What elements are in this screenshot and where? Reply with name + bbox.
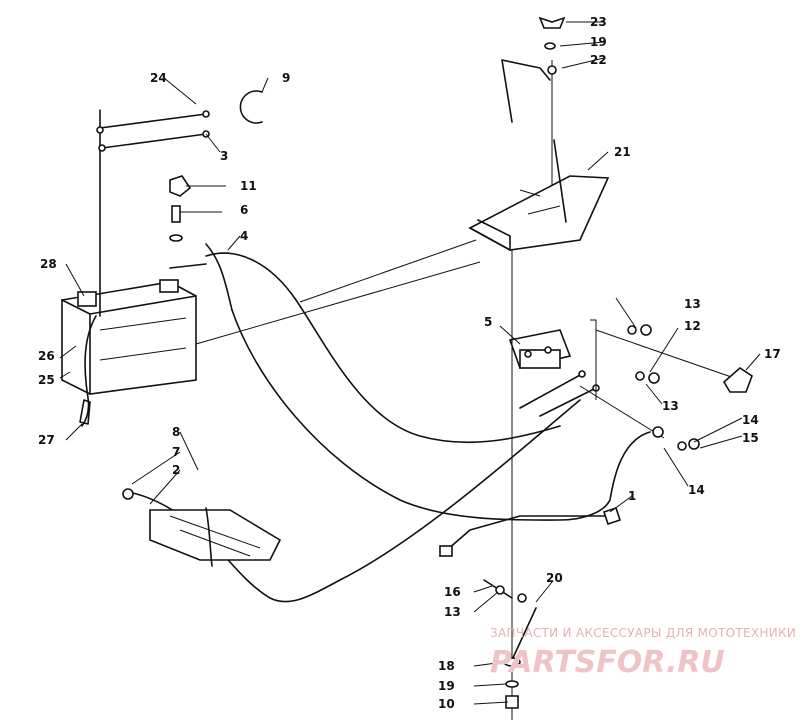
callout-16: 16 [444,585,461,599]
terminal-bolt [169,205,183,242]
callout-25: 25 [38,373,55,387]
callout-27: 27 [38,433,55,447]
callout-2: 2 [172,463,180,477]
arrow-to-tray [299,239,477,303]
callout-10: 10 [438,697,455,711]
callout-3: 3 [220,149,228,163]
callout-22: 22 [590,53,607,67]
callout-24: 24 [150,71,167,85]
battery-rod-lower [98,130,210,152]
negative-cable-sleeve [79,399,91,425]
starter-cable-terminal [602,506,622,526]
wing-nut [538,16,566,29]
starter-cable-end [439,515,605,557]
callout-26: 26 [38,349,55,363]
link-eye-upper [578,370,586,378]
nut-set-right [627,324,700,451]
harness-bundle [149,507,282,567]
bolt-stack [483,579,537,709]
callout-13-c: 13 [444,605,461,619]
callout-12: 12 [684,319,701,333]
positive-cable-stub [169,263,207,269]
retaining-ring [239,90,263,124]
callout-5: 5 [484,315,492,329]
callout-19-b: 19 [438,679,455,693]
solenoid-link-upper [519,373,583,409]
callout-14-b: 14 [688,483,705,497]
cable-terminal-lug [439,545,453,557]
callout-6: 6 [240,203,248,217]
starter-cable [231,309,651,521]
callout-13-a: 13 [684,297,701,311]
callout-9: 9 [282,71,290,85]
battery-rod-upper [96,110,210,134]
callout-4: 4 [240,229,248,243]
callout-17: 17 [764,347,781,361]
battery [61,279,197,395]
callout-28: 28 [40,257,57,271]
battery-tray [468,175,610,251]
solenoid-link-lower [539,387,597,417]
arrow-to-battery [195,261,481,345]
lock-washer-top [544,42,556,50]
callout-21: 21 [614,145,631,159]
callout-8: 8 [172,425,180,439]
terminal-cap [169,175,192,197]
hold-down-bracket [501,59,551,123]
hold-down-rod [553,139,567,223]
ground-screw [122,488,134,500]
callout-18: 18 [438,659,455,673]
callout-15: 15 [742,431,759,445]
watermark-logo: PARTSFOR.RU [490,645,725,680]
explosion-line-right [579,319,741,439]
callout-7: 7 [172,445,180,459]
callout-11: 11 [240,179,257,193]
callout-14-a: 14 [742,413,759,427]
positive-cable [205,252,561,444]
terminal-boot [722,366,753,393]
callout-19-a: 19 [590,35,607,49]
leader-lines [59,21,761,705]
callout-23: 23 [590,15,607,29]
watermark-tagline: ЗАПЧАСТИ И АКСЕССУАРЫ ДЛЯ МОТОТЕХНИКИ [490,626,796,640]
wing-nut-washer [547,65,557,75]
solenoid [508,329,572,369]
callout-1: 1 [628,489,636,503]
callout-13-b: 13 [662,399,679,413]
callout-20: 20 [546,571,563,585]
negative-cable [81,315,97,427]
positive-cable-lead [205,243,233,311]
callout-labels: 1 2 3 4 5 6 7 8 9 10 11 12 13 13 13 14 1… [38,15,781,711]
